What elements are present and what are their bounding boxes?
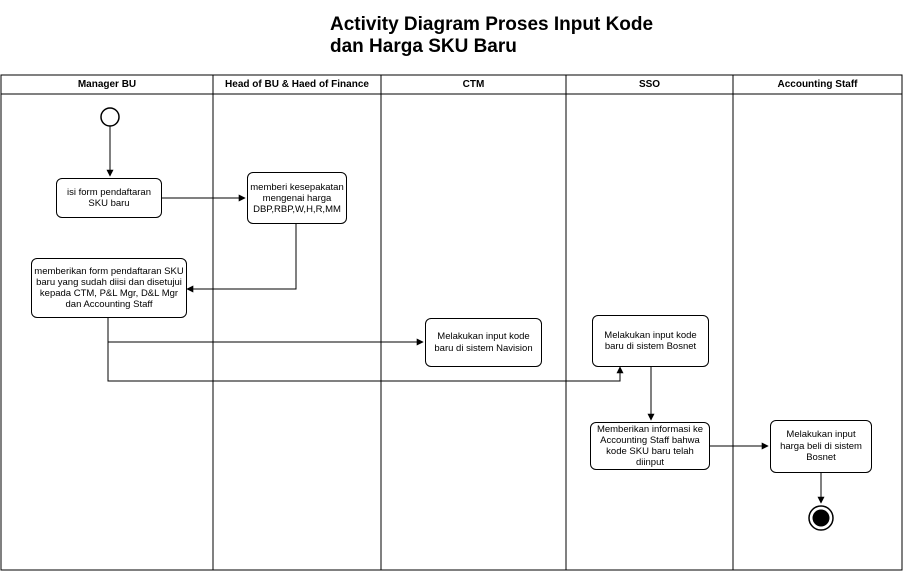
activity-input-harga-bosnet: Melakukan input harga beli di sistem Bos… — [770, 420, 872, 473]
flow-form-to-bosnet-sso — [107, 342, 624, 382]
lane-header-ctm: CTM — [462, 79, 485, 90]
activity-memberikan-informasi: Memberikan informasi ke Accounting Staff… — [590, 422, 710, 470]
diagram-title: Activity Diagram Proses Input Kode dan H… — [330, 14, 750, 58]
activity-memberikan-form: memberikan form pendaftaran SKU baru yan… — [31, 258, 187, 318]
activity-input-harga-bosnet-label: Melakukan input harga beli di sistem Bos… — [780, 429, 862, 464]
activity-memberikan-form-label: memberikan form pendaftaran SKU baru yan… — [34, 266, 184, 310]
activity-input-bosnet-sso: Melakukan input kode baru di sistem Bosn… — [592, 315, 709, 367]
initial-node — [100, 107, 120, 127]
activity-isi-form: isi form pendaftaran SKU baru — [56, 178, 162, 218]
activity-memberikan-informasi-label: Memberikan informasi ke Accounting Staff… — [596, 424, 704, 468]
lane-header-manager-bu: Manager BU — [77, 79, 137, 90]
lane-header-head-of-bu-finance: Head of BU & Haed of Finance — [225, 79, 369, 90]
activity-input-navision-label: Melakukan input kode baru di sistem Navi… — [434, 331, 533, 354]
activity-input-bosnet-sso-label: Melakukan input kode baru di sistem Bosn… — [604, 329, 697, 353]
lane-header-sso: SSO — [638, 79, 661, 90]
activity-isi-form-label: isi form pendaftaran SKU baru — [67, 186, 151, 210]
swimlane-frame — [0, 74, 903, 571]
diagram-title-line-2: dan Harga SKU Baru — [330, 36, 517, 57]
activity-memberi-kesepakatan-label: memberi kesepakatan mengenai harga DBP,R… — [250, 181, 344, 215]
diagram-title-line-1: Activity Diagram Proses Input Kode — [330, 14, 654, 35]
final-node-core — [812, 509, 830, 527]
flow-kesepakatan-to-memberikan-form — [186, 224, 297, 293]
activity-input-navision: Melakukan input kode baru di sistem Navi… — [425, 318, 542, 367]
flow-form-to-navision — [107, 318, 424, 346]
lane-header-accounting-staff: Accounting Staff — [777, 79, 858, 90]
activity-memberi-kesepakatan: memberi kesepakatan mengenai harga DBP,R… — [247, 172, 347, 224]
